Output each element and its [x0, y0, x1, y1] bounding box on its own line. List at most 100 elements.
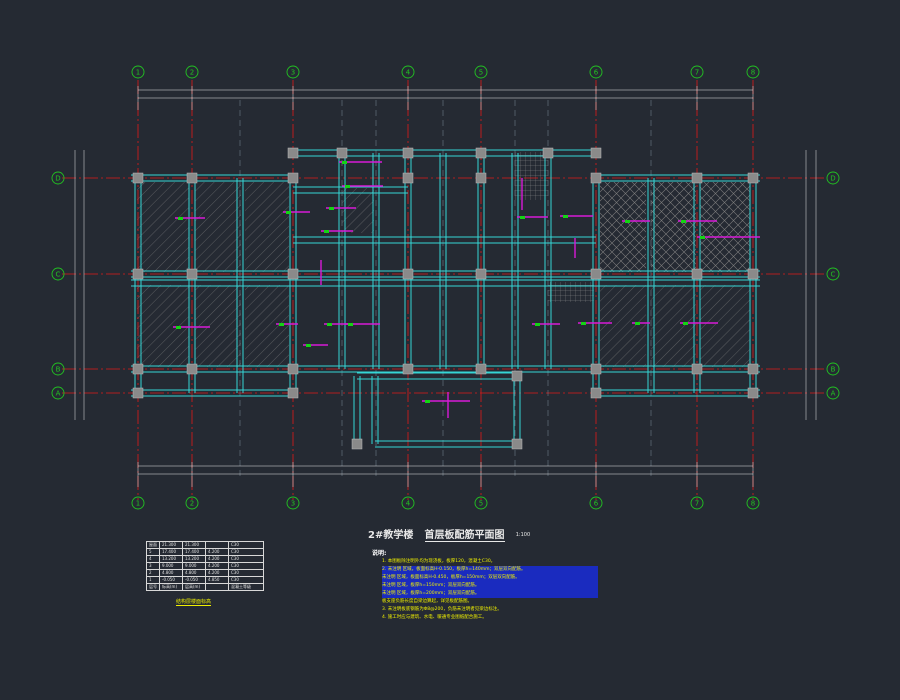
grid-bubble	[131, 496, 145, 510]
grid-bubble	[474, 496, 488, 510]
grid-bubble-label: 2	[190, 69, 194, 77]
level-table-cell: 4.200	[205, 555, 229, 563]
rebar-label-tag	[581, 322, 586, 325]
level-table-cell: 9.000	[182, 562, 206, 570]
level-table-cell: 4.850	[205, 576, 229, 584]
note-item: 4. 施工时应与建筑、水电、暖通专业图纸配合施工。	[382, 615, 487, 620]
rebar-label-tag	[683, 322, 688, 325]
drawing-scale: 1:100	[515, 532, 531, 538]
rebar-label-tag	[681, 220, 686, 223]
grid-bubble-label: A	[56, 390, 61, 398]
grid-bubble-label: 4	[406, 69, 411, 77]
rebar-label-tag	[178, 217, 183, 220]
drawing-title-block: 2#教学楼 首层板配筋平面图 1:100	[368, 526, 568, 542]
column	[186, 363, 198, 375]
column	[590, 387, 602, 399]
grid-bubble-label: 6	[594, 69, 599, 77]
column	[590, 172, 602, 184]
level-table-cell: 标高(m)	[159, 583, 183, 591]
level-table-cell: 4	[146, 555, 160, 563]
column	[287, 387, 299, 399]
column	[132, 268, 144, 280]
level-table-cell: 4.200	[205, 548, 229, 556]
hatched-slab-panel	[137, 182, 189, 272]
grid-bubble-label: 3	[291, 500, 295, 508]
level-table-cell: C30	[228, 555, 264, 563]
hatched-slab-panel	[195, 285, 241, 367]
column	[287, 172, 299, 184]
grid-bubble-label: 6	[594, 500, 599, 508]
rebar-label-tag	[279, 323, 284, 326]
grid-bubble	[51, 386, 65, 400]
rebar-label-tag	[324, 230, 329, 233]
grid-bubble-label: 7	[695, 500, 699, 508]
rebar-label-tag	[306, 344, 311, 347]
hatched-slab-panel	[195, 182, 241, 272]
grid-bubble-label: A	[831, 390, 836, 398]
level-table-cell: C30	[228, 562, 264, 570]
grid-bubble-label: 8	[751, 500, 755, 508]
hatched-slab-panel	[245, 182, 289, 272]
grid-bubble	[746, 65, 760, 79]
drawing-subtitle: 首层板配筋平面图	[424, 526, 505, 542]
grid-bubble-label: D	[830, 175, 835, 183]
level-table-cell: 3	[146, 562, 160, 570]
level-table-cell: C30	[228, 576, 264, 584]
level-table-caption: 结构层楼面标高	[176, 599, 212, 606]
grid-bubble	[690, 65, 704, 79]
level-table-cell: 5	[146, 548, 160, 556]
grid-bubble	[826, 267, 840, 281]
grid-bubble	[51, 267, 65, 281]
rebar-label-tag	[535, 323, 540, 326]
column	[511, 438, 523, 450]
grid-bubble-label: C	[56, 271, 61, 279]
column	[747, 363, 759, 375]
grid-bubble	[51, 362, 65, 376]
grid-bubble	[286, 65, 300, 79]
column	[691, 363, 703, 375]
grid-bubble	[131, 65, 145, 79]
note-item: 板支座负筋长度自梁边算起，详见板配筋图。	[382, 599, 472, 604]
rebar-label-tag	[345, 185, 350, 188]
grid-bubble	[286, 496, 300, 510]
column	[287, 147, 299, 159]
column	[475, 363, 487, 375]
grid-bubble	[401, 496, 415, 510]
note-item: 3. 未注明板底钢筋为Φ8@200，负筋未注明者见梁边标注。	[382, 607, 502, 612]
level-table-cell: 1	[146, 576, 160, 584]
hatched-slab-panel	[342, 188, 374, 233]
rebar-label-tag	[700, 236, 705, 239]
rebar-label-tag	[342, 161, 347, 164]
grid-bubble	[746, 496, 760, 510]
column	[287, 363, 299, 375]
level-table-cell: 17.400	[182, 548, 206, 556]
column	[475, 172, 487, 184]
grid-bubble	[826, 362, 840, 376]
note-item: 未注明 区域，板厚h=150mm；双层双向配筋。	[382, 582, 598, 590]
level-table-cell	[205, 583, 229, 591]
grid-bubble	[51, 171, 65, 185]
hatched-slab-panel	[651, 182, 696, 272]
column	[132, 387, 144, 399]
rebar-label-tag	[425, 400, 430, 403]
column	[351, 438, 363, 450]
hatched-slab-panel	[137, 285, 189, 367]
hatched-slab-panel	[600, 285, 646, 367]
rebar-label-tag	[176, 326, 181, 329]
column	[590, 363, 602, 375]
level-table-cell: 4.200	[205, 562, 229, 570]
column	[475, 147, 487, 159]
level-table-cell	[205, 541, 229, 549]
column	[590, 268, 602, 280]
rebar-label-tag	[635, 322, 640, 325]
level-table-cell: -0.050	[182, 576, 206, 584]
rebar-label-tag	[348, 323, 353, 326]
grid-bubble-label: 7	[695, 69, 699, 77]
level-table-cell: 21.300	[182, 541, 206, 549]
note-item: 未注明 区域，板厚h=200mm；双层双向配筋。	[382, 590, 598, 598]
